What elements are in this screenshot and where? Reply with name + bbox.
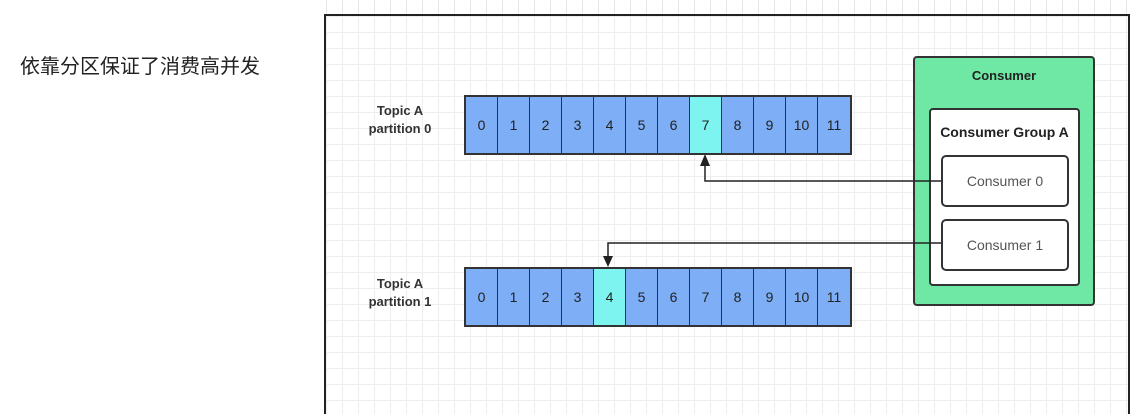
partition-0-cell: 6 [658, 97, 690, 153]
partition-0-cell: 4 [594, 97, 626, 153]
partition-0-cell: 11 [818, 97, 850, 153]
partition-1-cell: 3 [562, 269, 594, 325]
partition-0-cell: 5 [626, 97, 658, 153]
partition-0-cell: 8 [722, 97, 754, 153]
partition-0-cell: 1 [498, 97, 530, 153]
partition-1-cell: 9 [754, 269, 786, 325]
arrow-consumer1-to-p1-cell4 [607, 242, 941, 256]
consumer-0-node: Consumer 0 [941, 155, 1069, 207]
consumer-group-title: Consumer Group A [940, 124, 1069, 140]
topic-label-line2: partition 0 [368, 121, 432, 136]
partition-0-row: 0 1 2 3 4 5 6 7 8 9 10 11 [464, 95, 852, 155]
partition-1-cell: 5 [626, 269, 658, 325]
partition-1-row: 0 1 2 3 4 5 6 7 8 9 10 11 [464, 267, 852, 327]
partition-0-cell: 7 [690, 97, 722, 153]
topic-label-partition-0: Topic A partition 0 [345, 102, 455, 138]
partition-1-cell: 7 [690, 269, 722, 325]
arrowhead-up-icon [700, 154, 710, 166]
arrowhead-down-icon [603, 256, 613, 267]
caption-text: 依靠分区保证了消费高并发 [20, 54, 260, 78]
partition-1-cell: 2 [530, 269, 562, 325]
topic-label-line2: partition 1 [368, 294, 432, 309]
topic-label-partition-1: Topic A partition 1 [345, 275, 455, 311]
partition-0-cell: 0 [466, 97, 498, 153]
consumer-title: Consumer [971, 68, 1037, 83]
partition-0-cell: 3 [562, 97, 594, 153]
partition-0-cell: 2 [530, 97, 562, 153]
arrow-consumer0-to-p0-cell7 [704, 166, 941, 182]
partition-1-cell: 0 [466, 269, 498, 325]
partition-1-cell: 8 [722, 269, 754, 325]
topic-label-line1: Topic A [376, 103, 424, 118]
partition-1-cell: 10 [786, 269, 818, 325]
topic-label-line1: Topic A [376, 276, 424, 291]
partition-1-cell: 4 [594, 269, 626, 325]
partition-0-cell: 9 [754, 97, 786, 153]
grid-strip [326, 0, 1128, 14]
partition-1-cell: 11 [818, 269, 850, 325]
partition-0-cell: 10 [786, 97, 818, 153]
partition-1-cell: 1 [498, 269, 530, 325]
partition-1-cell: 6 [658, 269, 690, 325]
consumer-1-node: Consumer 1 [941, 219, 1069, 271]
